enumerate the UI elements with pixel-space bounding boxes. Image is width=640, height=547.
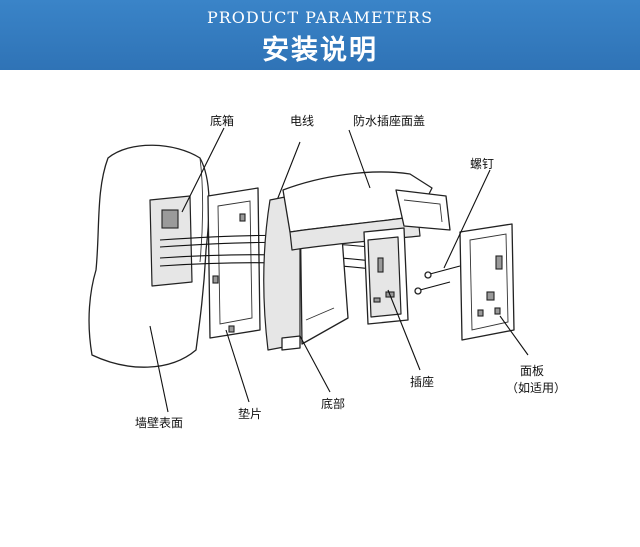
header-title: 安装说明 [262,35,378,66]
label-panel-note: （如适用） [506,380,566,395]
waterproof-cover-part [282,171,451,251]
header-banner: PRODUCT PARAMETERS 安装说明 [0,0,640,70]
panel-part [459,223,515,341]
label-socket: 插座 [410,374,434,389]
label-panel: 面板 [520,364,544,378]
label-gasket: 垫片 [238,406,262,421]
header-subtitle: PRODUCT PARAMETERS [206,8,434,27]
label-box: 底箱 [210,113,234,128]
screws-part [414,265,461,295]
label-screw: 螺钉 [470,157,494,171]
label-cover: 防水插座面盖 [353,113,425,128]
label-wall: 墙壁表面 [135,415,183,430]
socket-part [363,227,409,325]
label-wire: 电线 [290,114,314,128]
wall-surface-part [88,144,210,368]
leader-lines [149,127,529,413]
label-base: 底部 [321,396,345,411]
